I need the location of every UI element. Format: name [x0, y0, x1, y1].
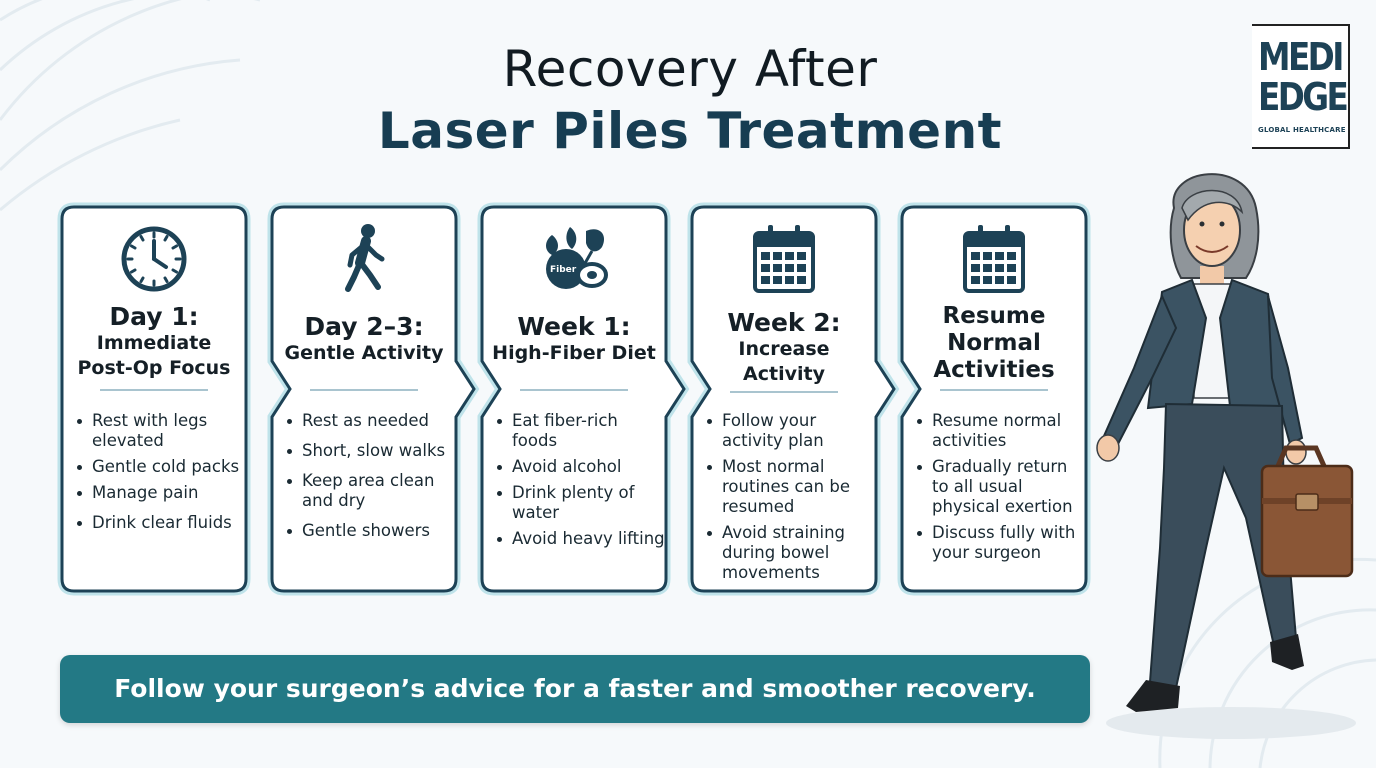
list-item: Rest with legs elevated: [74, 411, 246, 451]
step-title: Resume Normal Activities: [904, 303, 1084, 384]
list-item: Resume normal activities: [914, 411, 1086, 451]
page-title: Recovery After Laser Piles Treatment: [360, 38, 1020, 162]
clock-icon: [121, 226, 187, 292]
step-title: Week 1: High-Fiber Diet: [484, 313, 664, 366]
list-item: Drink plenty of water: [494, 483, 666, 523]
step-title-sub: Increase: [738, 338, 830, 360]
step-title-main: Day 1:: [109, 302, 199, 331]
step-bullet-list: Rest as needed Short, slow walks Keep ar…: [284, 411, 456, 547]
step-title-main: Week 2:: [727, 308, 841, 337]
step-bullet-list: Rest with legs elevated Gentle cold pack…: [74, 411, 246, 539]
list-item: Follow your activity plan: [704, 411, 876, 451]
divider: [940, 389, 1048, 391]
fiber-icon-label: Fiber: [550, 265, 577, 275]
step-bullet-list: Eat fiber-rich foods Avoid alcohol Drink…: [494, 411, 666, 555]
card-frame: [897, 202, 1091, 596]
calendar-icon: [963, 225, 1025, 293]
list-item: Gentle cold packs: [74, 457, 246, 477]
card-frame: [477, 202, 690, 596]
card-frame: [687, 202, 900, 596]
logo-word-1: MEDI: [1258, 35, 1344, 79]
list-item: Short, slow walks: [284, 441, 456, 461]
step-bullet-list: Follow your activity plan Most normal ro…: [704, 411, 876, 589]
logo-tagline: GLOBAL HEALTHCARE: [1258, 126, 1346, 134]
step-title-sub: Normal: [947, 330, 1041, 356]
advice-banner: Follow your surgeon’s advice for a faste…: [60, 655, 1090, 723]
step-title-sub: Resume: [942, 303, 1046, 329]
step-card-day-2-3: Day 2–3: Gentle Activity Rest as needed …: [267, 202, 480, 596]
step-title-main: Week 1:: [517, 312, 631, 341]
card-frame: [267, 202, 480, 596]
list-item: Most normal routines can be resumed: [704, 457, 876, 517]
step-title-sub: Post-Op Focus: [77, 357, 231, 379]
list-item: Discuss fully with your surgeon: [914, 523, 1086, 563]
list-item: Drink clear fluids: [74, 513, 246, 533]
step-title: Day 1: Immediate Post-Op Focus: [64, 303, 244, 381]
step-title-main: Day 2–3:: [304, 312, 424, 341]
calendar-icon: [753, 225, 815, 293]
list-item: Gentle showers: [284, 521, 456, 541]
step-card-week-2: Week 2: Increase Activity Follow your ac…: [687, 202, 900, 596]
step-bullet-list: Resume normal activities Gradually retur…: [914, 411, 1086, 569]
title-line-2: Laser Piles Treatment: [377, 102, 1003, 160]
list-item: Eat fiber-rich foods: [494, 411, 666, 451]
step-card-resume-normal: Resume Normal Activities Resume normal a…: [897, 202, 1091, 596]
medi-edge-logo: MEDI EDGE GLOBAL HEALTHCARE: [1252, 24, 1350, 149]
divider: [730, 391, 838, 393]
step-title-sub: Activity: [743, 363, 825, 385]
walking-person-icon: [345, 224, 385, 292]
banner-text: Follow your surgeon’s advice for a faste…: [114, 674, 1036, 703]
list-item: Avoid alcohol: [494, 457, 666, 477]
step-title-sub: Immediate: [96, 332, 212, 354]
list-item: Avoid heavy lifting: [494, 529, 666, 549]
logo-word-2: EDGE: [1258, 75, 1349, 119]
step-title: Week 2: Increase Activity: [694, 309, 874, 387]
divider: [520, 389, 628, 391]
step-title-sub: High-Fiber Diet: [492, 342, 656, 364]
step-card-day-1: Day 1: Immediate Post-Op Focus Rest with…: [57, 202, 251, 596]
step-card-week-1: Fiber Week 1: High-Fiber Diet Eat fiber-…: [477, 202, 690, 596]
divider: [100, 389, 208, 391]
list-item: Avoid straining during bowel movements: [704, 523, 876, 583]
list-item: Manage pain: [74, 483, 246, 503]
list-item: Gradually return to all usual physical e…: [914, 457, 1086, 517]
step-title-sub: Activities: [933, 357, 1055, 383]
title-line-1: Recovery After: [502, 40, 878, 98]
divider: [310, 389, 418, 391]
step-title-sub: Gentle Activity: [284, 342, 444, 364]
step-title: Day 2–3: Gentle Activity: [274, 313, 454, 366]
fiber-vegetables-icon: Fiber: [546, 227, 608, 289]
list-item: Keep area clean and dry: [284, 471, 456, 511]
businesswoman-illustration: [1096, 173, 1356, 739]
card-frame: [57, 202, 251, 596]
list-item: Rest as needed: [284, 411, 456, 431]
